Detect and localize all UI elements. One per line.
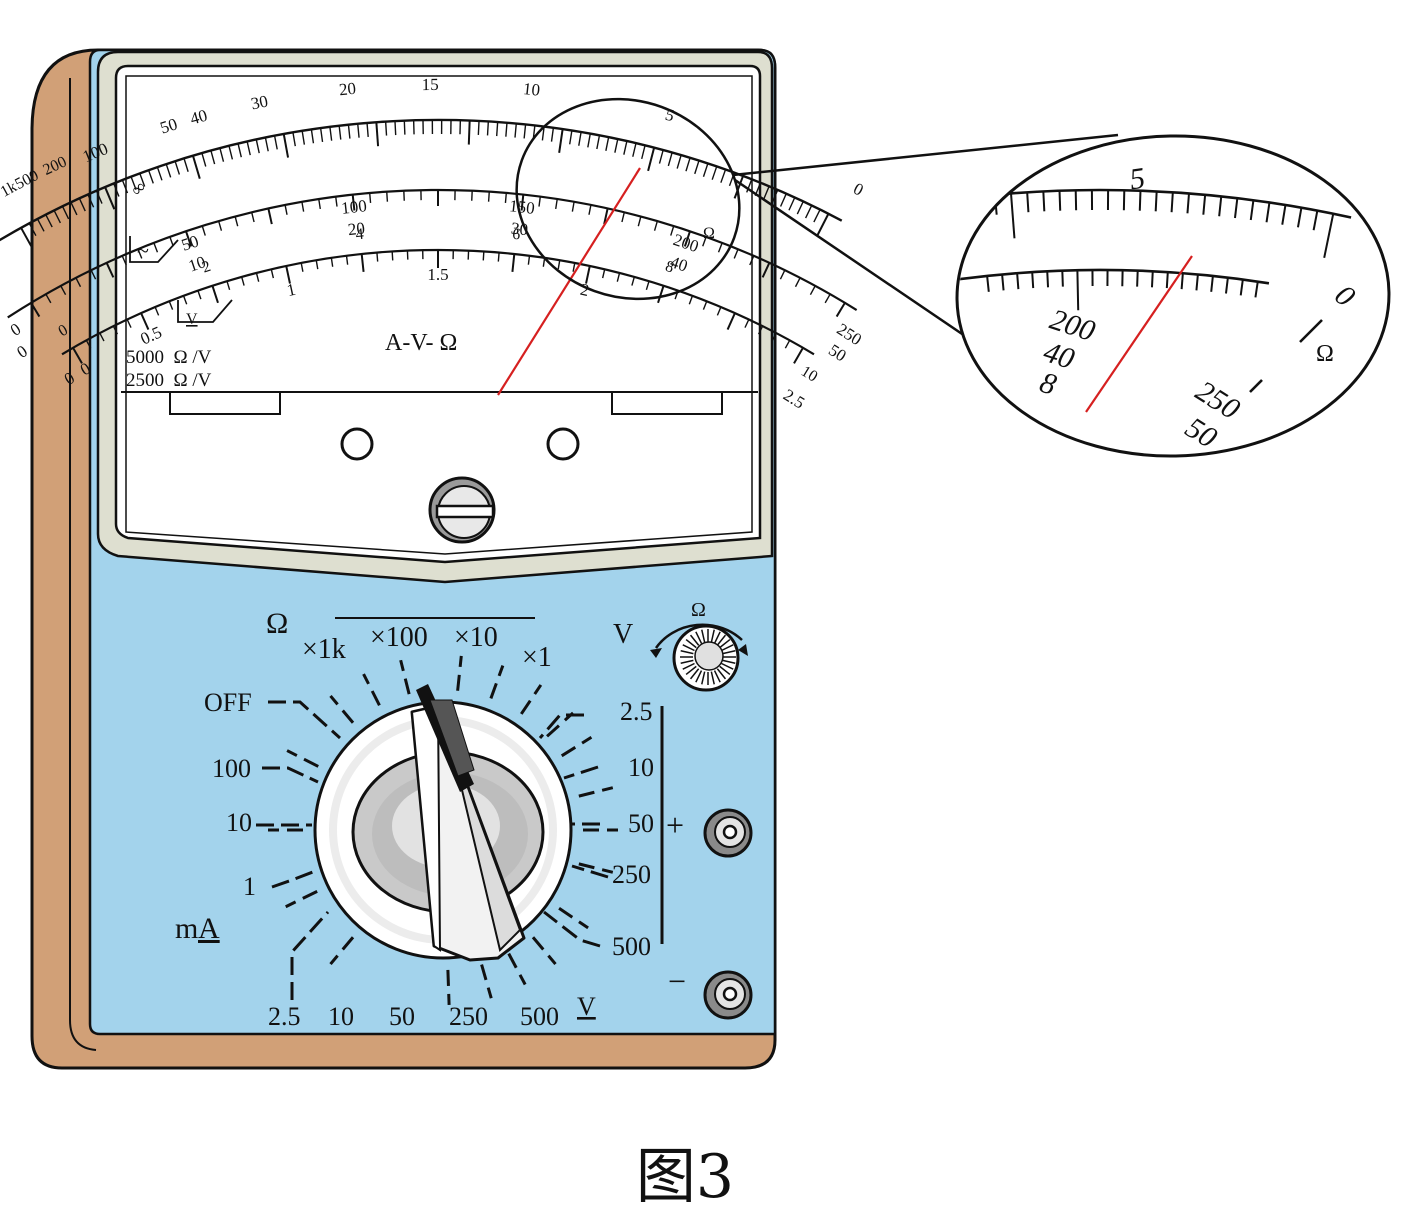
zoom-tick [1182,273,1183,289]
ohm-scale-label: 10 [522,79,541,100]
zoom-tick [1152,271,1153,287]
minus-terminal-jack[interactable] [705,972,751,1018]
ac-scale-250-label: 100 [340,196,367,218]
scale-tick [370,193,371,203]
dial-bottom-unit: V [577,992,596,1021]
scale-tick [489,192,490,202]
scale-tick [810,286,815,295]
mechanical-zero-screw[interactable] [430,478,494,542]
zoom-tick [1167,272,1168,288]
zoom-tick [1062,271,1063,287]
scale-tick [386,122,387,136]
ac-mark: ~ [137,238,149,263]
zoom-tick [1043,191,1044,211]
zoom-tick [1047,271,1048,287]
scale-tick [789,198,795,211]
minus-terminal-label: − [668,963,686,999]
dial-bottom-2-5: 2.5 [268,1002,301,1031]
dial-ma-100: 100 [212,754,251,783]
scale-tick [505,193,506,203]
dial-ma-unit-a: A [198,912,220,945]
dial-bottom-10: 10 [328,1002,354,1031]
scale-tick [392,251,393,260]
ohm-adjust-symbol: Ω [691,599,706,621]
sensitivity-2: 2500 Ω /V [126,370,212,391]
scale-tick [796,278,801,287]
plus-terminal-label: + [666,807,684,843]
scale-tick [780,270,784,279]
ohm-scale-label: 20 [338,79,357,100]
dial-dcv-500: 500 [612,932,651,961]
dial-bottom-500: 500 [520,1002,559,1031]
zoom-tick [1060,191,1061,211]
scale-tick [377,253,378,262]
dial-ma-10: 10 [226,808,252,837]
dial-ohm-symbol: Ω [266,607,288,640]
dial-ma-unit-m: m [175,912,198,945]
mirror-slot-right [612,392,722,414]
dial-ohm-x1k: ×1k [302,634,346,665]
zoom-view: 5 0 Ω 200 40 8 250 50 [939,132,1392,459]
figure-caption: 图3 [0,1128,1370,1215]
scale-tick [483,251,484,260]
dial-dcv-2-5: 2.5 [620,697,653,726]
scale-tick [498,253,499,262]
sensitivity-1: 5000 Ω /V [126,347,212,368]
zoom-ohm-symbol: Ω [1316,341,1334,367]
scale-tick [825,294,830,303]
zoom-tick [1032,272,1033,288]
dial-off: OFF [204,688,252,717]
zoom-tick [1156,191,1157,211]
scale-tick [469,121,470,145]
scale-tick [818,214,829,235]
zoom-tick [979,196,981,216]
scale-tick [797,201,803,214]
scale-tick [395,121,396,135]
ac-scale-250-label: 150 [508,196,535,218]
dial-dcv-250: 250 [612,860,651,889]
dc-scale-2-5-label: 1.5 [427,265,448,284]
scale-tick [814,210,820,223]
scale-tick [497,122,498,136]
dial-bottom-50: 50 [389,1002,415,1031]
scale-tick [478,121,479,135]
ohm-scale-label: 15 [422,75,439,94]
dial-ohm-x10: ×10 [454,622,498,653]
scale-tick [488,121,489,135]
scale-tick [794,348,803,364]
scale-tick [781,194,787,207]
dc-scale-10-end: 10 [798,363,821,386]
scale-tick [387,192,388,202]
zoom-tick [1172,192,1173,212]
mirror-slot-left [170,392,280,414]
zoom-tick [1077,270,1078,310]
plus-terminal-jack[interactable] [705,810,751,856]
zoom-tick [1027,192,1028,212]
meter-center-text: A-V- Ω [385,330,457,356]
dc-mark: V [186,311,198,328]
mount-hole-right [548,429,578,459]
scale-tick [404,121,405,135]
zoom-tick [1017,273,1018,289]
dial-ohm-x100: ×100 [370,622,428,653]
dial-bottom-250: 250 [449,1002,488,1031]
scale-tick [837,303,845,317]
dial-dcv-10: 10 [628,753,654,782]
zoom-tick [1137,271,1138,287]
dial-dcv-50: 50 [628,809,654,838]
dial-ma-1: 1 [243,872,256,901]
ohm-scale-symbol: Ω [703,225,715,242]
dial-ohm-x1: ×1 [522,642,552,673]
ac-scale-50-end: 50 [825,340,850,365]
ohm-adjust-v: V [613,619,633,650]
scale-tick [785,340,789,348]
dc-scale-2-5-end: 2.5 [780,385,808,412]
scale-tick [806,205,812,218]
mount-hole-left [342,429,372,459]
ohm-scale-label: 0 [850,179,866,200]
ac-scale-250-zero: 0 [7,319,24,340]
ac-scale-50-zero: 0 [13,341,31,362]
